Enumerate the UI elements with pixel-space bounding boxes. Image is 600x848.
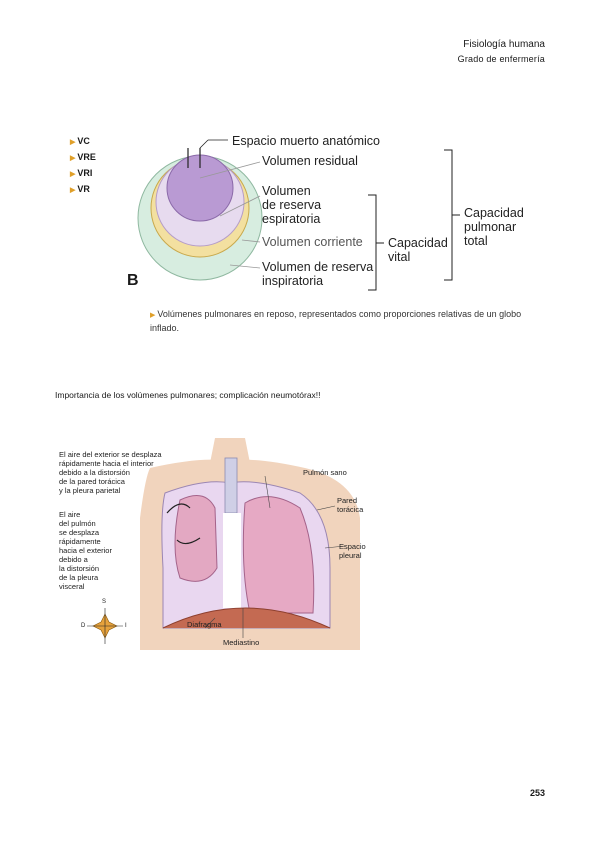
text-parietal-distortion: El aire del exterior se desplaza rápidam… [59, 450, 162, 495]
label-healthy-lung: Pulmón sano [303, 468, 347, 477]
page-number: 253 [529, 788, 545, 798]
label-vital-capacity: Capacidad vital [388, 236, 448, 264]
label-dead-space: Espacio muerto anatómico [232, 134, 380, 148]
thorax-illustration [87, 438, 360, 650]
course-subtitle: Grado de enfermería [457, 54, 545, 64]
volume-legend: ▶VC ▶VRE ▶VRI ▶VR [70, 134, 96, 198]
label-inspiratory-reserve: Volumen de reserva inspiratoria [262, 260, 374, 288]
course-title: Fisiología humana [463, 39, 545, 50]
label-thoracic-wall: Pared torácica [337, 496, 364, 514]
legend-item-vr: ▶VR [70, 184, 90, 194]
pneumothorax-figure: El aire del exterior se desplaza rápidam… [55, 438, 366, 650]
label-expiratory-reserve: Volumen de reserva espiratoria [262, 184, 322, 226]
legend-item-vre: ▶VRE [70, 152, 96, 162]
legend-item-vc: ▶VC [70, 136, 90, 146]
label-residual-volume: Volumen residual [262, 154, 358, 168]
section-caption: Importancia de los volúmenes pulmonares;… [55, 390, 321, 400]
compass-label-i: I [125, 623, 127, 629]
balloon-diagram [137, 139, 460, 291]
page-header: Fisiología humana Grado de enfermería [458, 38, 545, 66]
compass-label-d: D [81, 623, 86, 629]
legend-item-vri: ▶VRI [70, 168, 93, 178]
figure-caption: ▶Volúmenes pulmonares en reposo, represe… [150, 309, 522, 333]
figure-letter: B [127, 272, 139, 289]
label-total-capacity: Capacidad pulmonar total [464, 206, 524, 248]
label-mediastinum: Mediastino [223, 638, 260, 647]
text-visceral-distortion: El aire del pulmón se desplaza rápidamen… [59, 510, 112, 591]
compass-label-s: S [102, 599, 107, 605]
label-tidal-volume: Volumen corriente [262, 235, 363, 249]
compass-icon [87, 608, 123, 644]
lung-volumes-figure: ▶VC ▶VRE ▶VRI ▶VR Espacio muerto anatómi… [60, 120, 530, 345]
label-diaphragm: Diafragma [187, 620, 222, 629]
label-pleural-space: Espacio pleural [339, 542, 366, 560]
